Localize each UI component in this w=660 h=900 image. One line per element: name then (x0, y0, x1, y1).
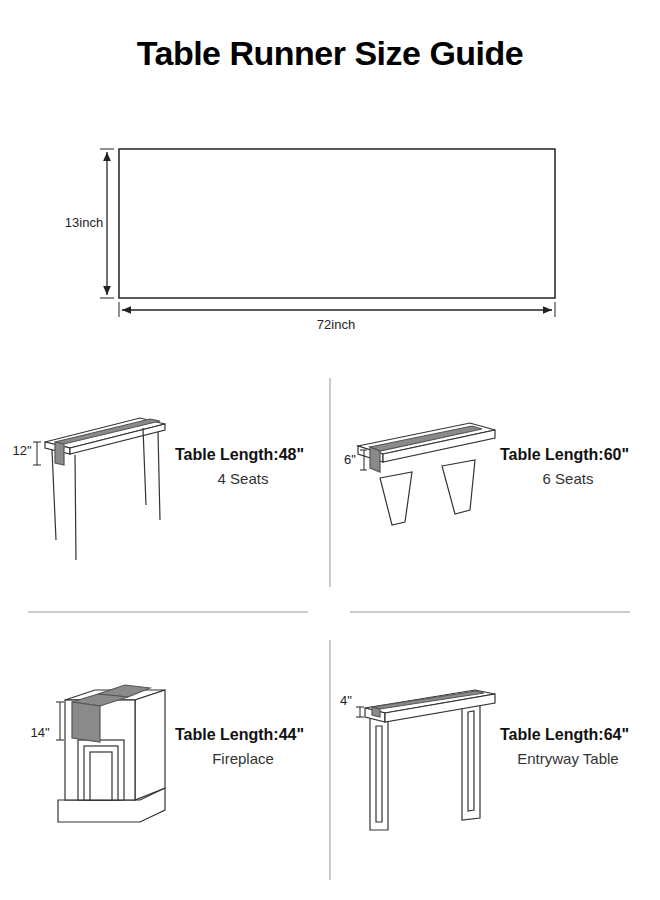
dimension-label: 6" (344, 453, 356, 468)
table-length: Table Length:48" (175, 446, 304, 464)
dimension-line (106, 152, 107, 295)
runner-outline (119, 149, 555, 298)
usage-label: Fireplace (212, 750, 274, 767)
divider (28, 378, 630, 880)
table-length: Table Length:44" (175, 726, 304, 744)
dimension-label: 13inch (65, 216, 103, 231)
page-title: Table Runner Size Guide (137, 34, 524, 73)
entryway-table (365, 690, 495, 830)
bench-table (358, 423, 495, 525)
dimension-label: 12" (12, 444, 31, 459)
dimension-label: 72inch (317, 318, 355, 333)
table-length: Table Length:64" (500, 726, 629, 744)
dimension-line (122, 309, 552, 310)
dimension-label: 14" (30, 726, 49, 741)
table-length: Table Length:60" (500, 446, 629, 464)
dimension-label: 4" (340, 694, 352, 709)
usage-label: 4 Seats (218, 470, 269, 487)
console-table (45, 418, 165, 560)
fireplace (58, 685, 165, 822)
usage-label: 6 Seats (543, 470, 594, 487)
usage-label: Entryway Table (517, 750, 618, 767)
